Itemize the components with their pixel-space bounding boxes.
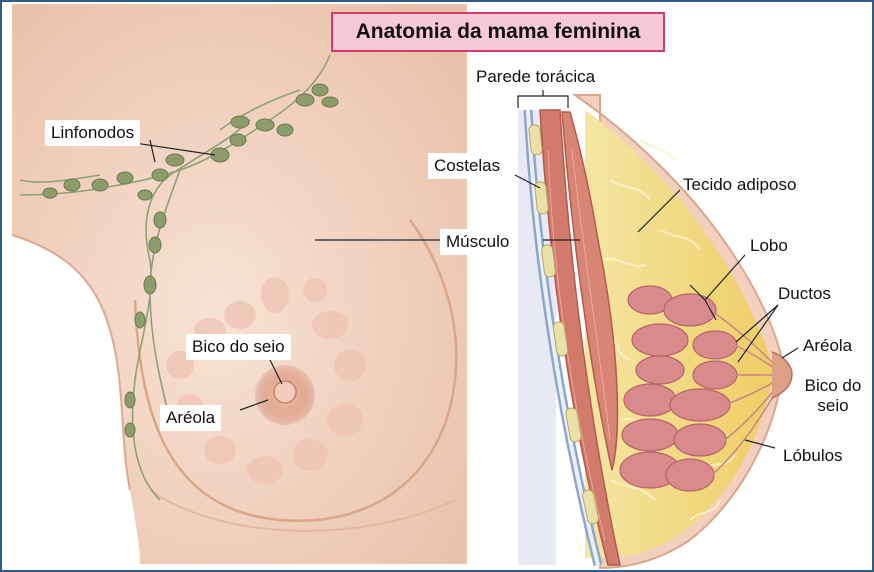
chest-wall-bracket — [518, 88, 568, 108]
label-tecido-adiposo: Tecido adiposo — [683, 175, 796, 195]
label-ductos: Ductos — [778, 284, 831, 304]
label-lobo: Lobo — [750, 236, 788, 256]
label-lobulos: Lóbulos — [783, 446, 843, 466]
label-linfonodos: Linfonodos — [45, 120, 140, 146]
label-musculo: Músculo — [440, 229, 515, 255]
front-view — [12, 4, 467, 564]
label-bico-do-seio-side: Bico do seio — [803, 376, 863, 416]
label-areola-side: Aréola — [803, 336, 852, 356]
side-view — [515, 88, 798, 568]
label-bico-do-seio: Bico do seio — [186, 334, 291, 360]
label-areola-front: Aréola — [160, 405, 221, 431]
front-nipple — [274, 381, 296, 403]
side-nipple — [772, 352, 792, 398]
label-parede-toracica: Parede torácica — [470, 64, 601, 90]
diagram-title: Anatomia da mama feminina — [331, 12, 665, 52]
label-bico-do-seio-side-line2: seio — [803, 396, 863, 416]
label-bico-do-seio-side-line1: Bico do — [803, 376, 863, 396]
label-costelas: Costelas — [428, 153, 506, 179]
